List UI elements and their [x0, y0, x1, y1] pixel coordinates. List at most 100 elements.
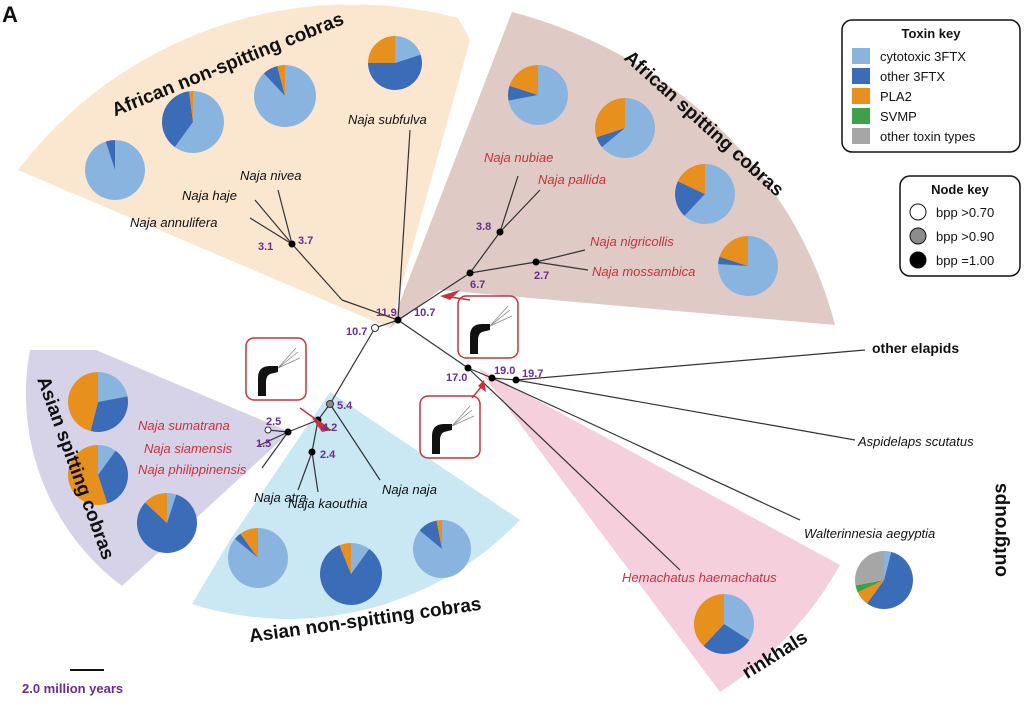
node-value: 2.7: [534, 270, 549, 282]
pie-slice: [857, 580, 884, 604]
species-label: Naja mossambica: [592, 264, 695, 279]
node-key-label: bpp =1.00: [936, 253, 994, 268]
tree-branches: [249, 129, 866, 571]
panel-letter: A: [2, 2, 18, 27]
species-label: Naja sumatrana: [138, 418, 230, 433]
pie-slice: [339, 543, 351, 574]
node-bpp-100: [308, 448, 316, 456]
species-label: Naja pallida: [538, 172, 606, 187]
pie-slice: [675, 181, 705, 216]
species-label: Naja kaouthia: [288, 496, 368, 511]
species-label: Hemachatus haemachatus: [622, 570, 777, 585]
pie-slice: [85, 140, 146, 201]
toxin-pies: [67, 36, 913, 655]
pie-slice: [67, 372, 98, 432]
toxin-swatch: [852, 128, 870, 144]
pie-slice: [693, 594, 724, 646]
toxin-pie: [136, 493, 197, 554]
species-label: Aspidelaps scutatus: [857, 434, 974, 449]
toxin-pie: [320, 543, 383, 606]
node-bpp-100: [496, 228, 504, 236]
pie-slice: [508, 85, 538, 101]
node-bpp-100: [394, 316, 402, 324]
species-label: Naja nigricollis: [590, 234, 674, 249]
pie-slice: [718, 236, 779, 297]
node-bpp-100: [288, 240, 296, 248]
node-bpp-100: [512, 376, 520, 384]
toxin-swatch: [852, 88, 870, 104]
toxin-swatch: [852, 68, 870, 84]
node-value: 10.7: [346, 326, 367, 338]
pie-slice: [703, 624, 750, 655]
pie-slice: [320, 545, 383, 606]
pie-slice: [601, 98, 655, 159]
toxin-pie: [718, 236, 779, 297]
pie-slice: [395, 36, 421, 63]
pie-slice: [240, 528, 258, 558]
pie-slice: [419, 520, 442, 549]
pie-slice: [684, 164, 735, 225]
node-value: 5.4: [337, 400, 353, 412]
node-value: 3.1: [258, 241, 273, 253]
toxin-pie: [67, 372, 129, 433]
pie-slice: [677, 164, 705, 194]
pie-slice: [718, 256, 748, 266]
scale-label: 2.0 million years: [22, 681, 123, 696]
node-bpp-100: [466, 269, 474, 277]
species-label: Naja nivea: [240, 168, 301, 183]
toxin-swatch: [852, 48, 870, 64]
toxin-pie: [854, 551, 913, 609]
pie-slice: [136, 494, 197, 554]
toxin-key-label: other 3FTX: [880, 69, 945, 84]
toxin-key-label: cytotoxic 3FTX: [880, 49, 966, 64]
species-label: Naja atra: [254, 490, 307, 505]
node-value: 4.2: [322, 422, 337, 434]
toxin-pie: [675, 164, 735, 225]
toxin-pie: [253, 64, 316, 127]
pie-slice: [189, 90, 193, 122]
pie-slice: [253, 65, 316, 127]
node-value: 2.4: [320, 449, 336, 461]
species-label: Naja subfulva: [348, 112, 427, 127]
species-label-other-elapids: other elapids: [872, 340, 959, 356]
node-value: 19.0: [494, 365, 515, 377]
toxin-pie: [693, 594, 754, 655]
pie-slice: [351, 543, 370, 574]
pie-slice: [167, 493, 177, 523]
tree-nodes: [264, 228, 540, 456]
species-label: Naja siamensis: [144, 441, 233, 456]
node-value: 1.5: [256, 438, 271, 450]
pie-slice: [596, 128, 625, 148]
pie-slice: [98, 372, 128, 402]
toxin-key-label: other toxin types: [880, 129, 976, 144]
spitting-origin-icon: [245, 337, 332, 432]
toxin-pie: [368, 36, 422, 90]
pie-slice: [98, 450, 128, 504]
node-bpp-100: [532, 258, 540, 266]
species-label: Walterinnesia aegyptia: [804, 526, 935, 541]
toxin-pie: [85, 140, 146, 201]
node-bpp-100: [488, 374, 496, 382]
node-key-label: bpp >0.90: [936, 229, 994, 244]
pie-slice: [161, 91, 193, 148]
species-label: Naja naja: [382, 482, 437, 497]
pie-slice: [67, 445, 108, 505]
pie-slice: [724, 594, 754, 641]
toxin-pie: [413, 520, 472, 578]
pie-slice: [866, 551, 913, 609]
node-bpp-100: [464, 364, 472, 372]
toxin-pie: [227, 528, 288, 588]
node-key-marker: [909, 251, 927, 269]
pie-slice: [413, 520, 472, 578]
toxin-pie: [161, 90, 225, 153]
pie-slice: [174, 91, 225, 153]
pie-slice: [90, 396, 129, 433]
node-value: 3.7: [298, 235, 313, 247]
node-value: 11.9: [376, 307, 397, 319]
spitting-origin-icon: [440, 290, 519, 359]
species-label: Naja haje: [182, 188, 237, 203]
pie-slice: [595, 98, 625, 138]
